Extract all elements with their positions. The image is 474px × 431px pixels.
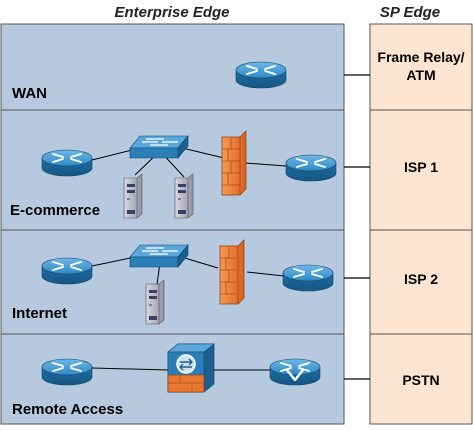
- ecommerce-module-label: E-commerce: [10, 202, 100, 219]
- voice-router-icon: [269, 358, 321, 386]
- sp-frame-relay-label-line2: ATM: [406, 67, 435, 83]
- link-firewall-router-ecom: [244, 162, 287, 167]
- sp-isp2-label: ISP 2: [404, 271, 438, 287]
- internet-switch-icon: [129, 244, 189, 268]
- ecommerce-server-1-icon: [123, 173, 143, 219]
- internet-module-label: Internet: [12, 305, 67, 322]
- sp-isp1-panel: [369, 109, 473, 231]
- internet-isp-router-icon: [282, 264, 334, 292]
- internet-edge-router-icon: [41, 257, 93, 285]
- link-firewall-router-inet: [246, 271, 285, 277]
- wan-router-icon: [235, 61, 287, 89]
- ecommerce-server-2-icon: [174, 173, 194, 219]
- sp-isp1-label: ISP 1: [404, 159, 438, 175]
- wan-module-label: WAN: [12, 85, 47, 102]
- ecommerce-firewall-icon: [221, 130, 247, 196]
- internet-firewall-icon: [219, 239, 245, 305]
- sp-pstn-panel: [369, 333, 473, 425]
- sp-frame-relay-panel: [369, 23, 473, 111]
- internet-server-icon: [145, 279, 165, 325]
- ecommerce-isp-router-icon: [285, 154, 337, 182]
- sp-isp2-panel: [369, 229, 473, 335]
- wan-module-panel: [0, 23, 345, 111]
- enterprise-edge-header: Enterprise Edge: [114, 4, 229, 21]
- link-router-vpn-remote: [91, 367, 169, 371]
- sp-frame-relay-label-line1: Frame Relay/: [377, 49, 464, 65]
- remote-access-module-label: Remote Access: [12, 401, 123, 418]
- ecommerce-edge-router-icon: [41, 149, 93, 177]
- sp-edge-header: SP Edge: [380, 4, 440, 21]
- sp-pstn-label: PSTN: [402, 372, 439, 388]
- ecommerce-switch-icon: [129, 135, 189, 159]
- remote-access-router-icon: [41, 358, 93, 386]
- vpn-concentrator-icon: [167, 343, 215, 393]
